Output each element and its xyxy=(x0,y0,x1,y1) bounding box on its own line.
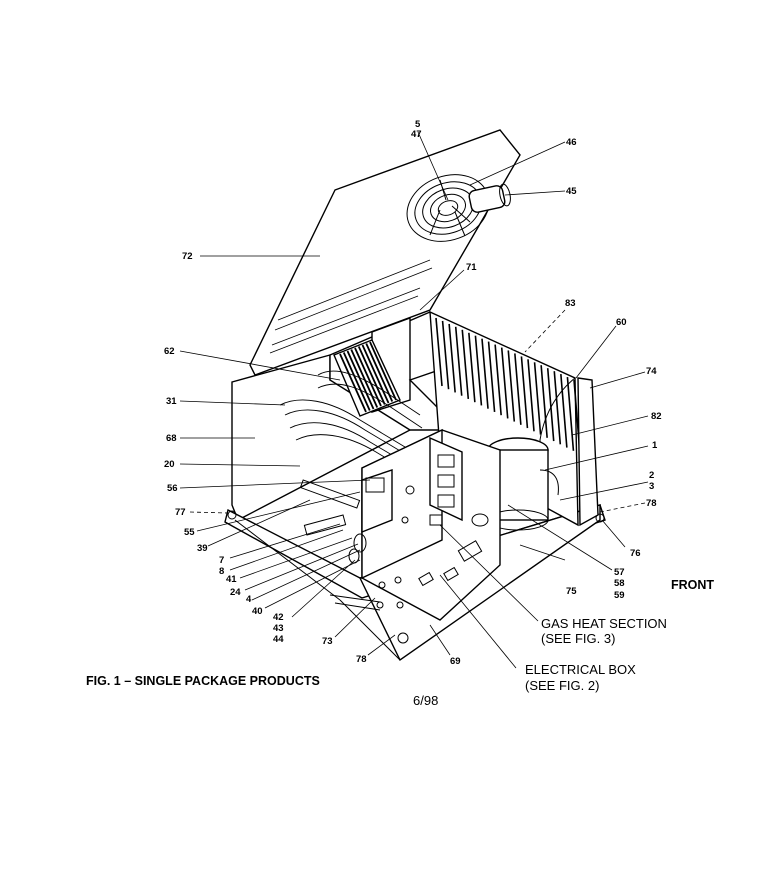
label-57: 57 xyxy=(614,567,625,578)
label-55: 55 xyxy=(184,527,195,538)
top-panel xyxy=(249,129,521,376)
label-59: 59 xyxy=(614,590,625,601)
label-42: 42 xyxy=(273,612,284,623)
label-56: 56 xyxy=(167,483,178,494)
label-58: 58 xyxy=(614,578,625,589)
fan-motor xyxy=(468,183,511,213)
gas-heat-section-label: GAS HEAT SECTION xyxy=(541,616,667,631)
label-20: 20 xyxy=(164,459,175,470)
label-72: 72 xyxy=(182,251,193,262)
label-46: 46 xyxy=(566,137,577,148)
label-78-right: 78 xyxy=(646,498,657,509)
label-1: 1 xyxy=(652,440,658,451)
label-76: 76 xyxy=(630,548,641,559)
label-5: 5 xyxy=(415,119,421,130)
label-3: 3 xyxy=(649,481,654,492)
label-62: 62 xyxy=(164,346,175,357)
label-69: 69 xyxy=(450,656,461,667)
label-74: 74 xyxy=(646,366,657,377)
label-31: 31 xyxy=(166,396,177,407)
condenser-fan xyxy=(406,174,490,242)
label-39: 39 xyxy=(197,543,208,554)
electrical-box-ref: (SEE FIG. 2) xyxy=(525,678,599,693)
electrical-box-label: ELECTRICAL BOX xyxy=(525,662,636,677)
figure-caption: FIG. 1 – SINGLE PACKAGE PRODUCTS xyxy=(86,674,320,688)
label-45: 45 xyxy=(566,186,577,197)
gas-heat-section-ref: (SEE FIG. 3) xyxy=(541,631,615,646)
date-code: 6/98 xyxy=(413,693,438,708)
burner-assembly xyxy=(299,479,381,611)
label-43: 43 xyxy=(273,623,284,634)
label-47: 47 xyxy=(411,129,422,140)
label-75: 75 xyxy=(566,586,577,597)
label-41: 41 xyxy=(226,574,237,585)
label-82: 82 xyxy=(651,411,662,422)
caption: FIG. 1 – SINGLE PACKAGE PRODUCTS 6/98 xyxy=(86,674,438,708)
leader-lines xyxy=(179,131,649,669)
label-77: 77 xyxy=(175,507,186,518)
label-4: 4 xyxy=(246,594,252,605)
label-8: 8 xyxy=(219,566,224,577)
label-40: 40 xyxy=(252,606,263,617)
heat-exchanger xyxy=(279,370,423,477)
label-71: 71 xyxy=(466,262,477,273)
label-7: 7 xyxy=(219,555,224,566)
label-83: 83 xyxy=(565,298,576,309)
label-60: 60 xyxy=(616,317,627,328)
label-44: 44 xyxy=(273,634,284,645)
label-78-bottom: 78 xyxy=(356,654,367,665)
part-labels: 5 47 46 45 72 71 83 60 62 74 31 82 68 1 … xyxy=(164,119,662,667)
label-24: 24 xyxy=(230,587,241,598)
label-68: 68 xyxy=(166,433,177,444)
control-panel xyxy=(361,428,501,621)
label-2: 2 xyxy=(649,470,654,481)
label-73: 73 xyxy=(322,636,333,647)
callouts: GAS HEAT SECTION (SEE FIG. 3) ELECTRICAL… xyxy=(525,578,714,693)
evaporator-coil xyxy=(333,339,401,417)
front-label: FRONT xyxy=(671,578,714,592)
